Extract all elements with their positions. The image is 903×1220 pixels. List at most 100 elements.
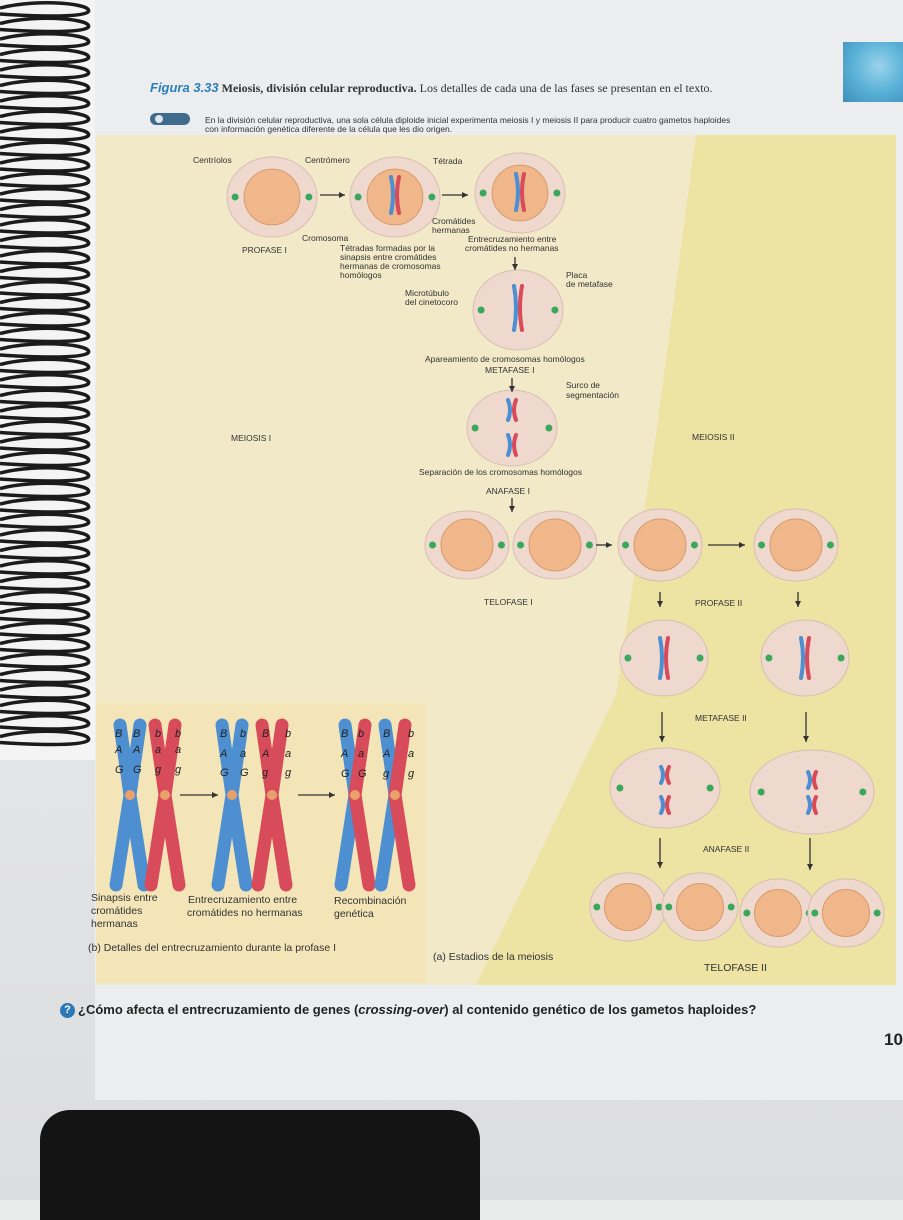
arrow-to-aii-left-head <box>659 736 665 742</box>
label-entre-1: Entrecruzamiento entre <box>188 894 298 906</box>
gene-a-row-p3-0: A <box>340 748 348 760</box>
arrow-profase-2-head <box>462 192 468 198</box>
label-tetradas-4: homólogos <box>340 270 382 280</box>
binding-coil <box>0 63 91 80</box>
chromosome-blue <box>659 795 665 815</box>
centriole-right <box>305 193 313 201</box>
centriole-right <box>706 784 714 792</box>
gene-a-row-p1-3: a <box>175 744 181 756</box>
binding-coil <box>0 419 91 437</box>
gene-g-row-p1-3: g <box>175 764 182 776</box>
caption-line-1: En la división celular reproductiva, una… <box>205 115 731 125</box>
label-surco-2: segmentación <box>566 390 619 400</box>
binding-coil <box>0 528 91 545</box>
centriole-right <box>428 193 436 201</box>
binding-coil <box>0 404 91 421</box>
label-tetradas-1: Tétradas formadas por la <box>340 243 435 253</box>
question-icon: ? <box>60 1003 75 1018</box>
chromosome-red <box>520 172 526 212</box>
centriole-left <box>231 193 239 201</box>
centromere <box>267 790 277 800</box>
label-anafase-i: ANAFASE I <box>486 486 530 496</box>
gene-a-row-p2-3: a <box>285 748 291 760</box>
centromere <box>227 790 237 800</box>
arrow-to-telofase-i-head <box>509 506 515 512</box>
chromosome-red <box>665 795 671 815</box>
cell-profase-i-2 <box>349 156 441 238</box>
chromosome-blue <box>389 175 395 215</box>
label-anafase-ii: ANAFASE II <box>703 844 750 854</box>
binding-coil <box>0 729 91 747</box>
nucleus <box>528 518 582 572</box>
cell-telofase-ii-4 <box>807 878 885 948</box>
binding-coil <box>0 78 91 96</box>
label-tetrada: Tétrada <box>433 156 463 166</box>
chromosome-b1-blue <box>109 718 151 892</box>
centriole-left <box>471 424 479 432</box>
nucleus <box>243 168 301 226</box>
nucleus <box>753 888 803 938</box>
centriole-left <box>479 189 487 197</box>
gene-g-row-p2-3: g <box>285 767 292 779</box>
label-placa-2: de metafase <box>566 279 613 289</box>
gene-g-row-p3-0: G <box>341 768 350 780</box>
cell-telofase-i-left <box>424 510 510 580</box>
binding-coil <box>0 605 91 623</box>
centriole-right <box>545 424 553 432</box>
gene-b-row-p1-0: B <box>115 728 122 740</box>
chromosome-blue <box>799 636 805 680</box>
chroms-anafase-i-bot <box>506 433 518 457</box>
centriole-right <box>873 909 881 917</box>
binding-coil <box>0 311 91 328</box>
label-centriolos: Centríolos <box>193 155 232 165</box>
chromosome-blue <box>658 636 664 680</box>
chromosome-red <box>812 770 818 790</box>
chroms-anafase-ii-right-top <box>806 770 818 790</box>
gene-b-row-p3-1: b <box>358 728 364 740</box>
binding-coil <box>0 47 91 65</box>
centriole-left <box>622 541 630 549</box>
cell-metafase-i <box>472 269 564 351</box>
animation-icon <box>150 113 190 125</box>
arrow-profase-ii-head <box>739 542 745 548</box>
centriole-right <box>690 541 698 549</box>
binding-coil <box>0 714 91 731</box>
cell-telofase-i-right <box>512 510 598 580</box>
binding-coil <box>0 94 91 111</box>
chromosome-b2-red <box>251 718 293 892</box>
binding-coil <box>0 466 91 483</box>
binding-coil <box>0 249 91 266</box>
gene-b-row-p2-0: B <box>220 728 227 740</box>
centriole-left <box>665 903 673 911</box>
chromosome-b3-red <box>374 718 416 892</box>
nucleus <box>491 164 549 222</box>
binding-coil <box>0 342 91 359</box>
chromosome-red <box>512 398 518 422</box>
centriole-left <box>757 788 765 796</box>
binding-coil <box>0 280 91 297</box>
question-suffix: ) al contenido genético de los gametos h… <box>444 1002 757 1017</box>
binding-coil <box>0 187 91 204</box>
binding-coil <box>0 326 91 344</box>
binding-coil <box>0 559 91 576</box>
binding-coil <box>0 683 91 700</box>
binding-coil <box>0 373 91 390</box>
binding-coil <box>0 16 91 34</box>
label-microtubulo-2: del cinetocoro <box>405 297 458 307</box>
label-recomb-2: genética <box>334 908 374 920</box>
label-sinapsis-2: cromátides <box>91 905 143 917</box>
centriole-right <box>497 541 505 549</box>
gene-g-row-p3-2: g <box>383 768 390 780</box>
binding-coil <box>0 450 91 468</box>
centromere <box>125 790 135 800</box>
cell-membrane <box>749 749 875 835</box>
arrow-to-pii-right-head <box>795 601 801 607</box>
gene-a-row-p1-1: A <box>132 744 140 756</box>
nucleus <box>769 518 823 572</box>
arrow-to-aii-right-head <box>803 736 809 742</box>
label-recomb-1: Recombinación <box>334 895 407 907</box>
chromosome-red <box>664 636 670 680</box>
gene-g-row-p2-2: g <box>262 767 269 779</box>
chromosome-b3-blue <box>334 718 376 892</box>
